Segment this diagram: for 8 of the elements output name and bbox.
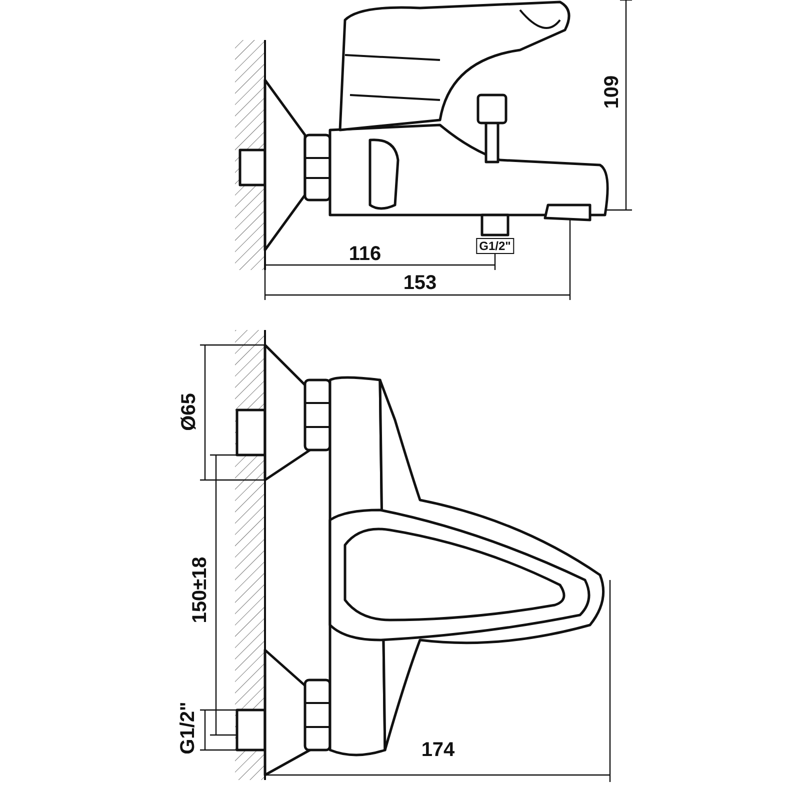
dimension-label: 174 bbox=[420, 739, 456, 761]
dimension-label: 116 bbox=[348, 243, 382, 265]
dimension-label: 153 bbox=[402, 272, 438, 294]
thread-label: G1/2" bbox=[476, 238, 514, 254]
dimension-label: 109 bbox=[601, 74, 623, 111]
dimension-label: 150±18 bbox=[189, 556, 211, 626]
dimension-label: Ø65 bbox=[178, 392, 200, 433]
dimension-label: G1/2" bbox=[177, 700, 199, 756]
